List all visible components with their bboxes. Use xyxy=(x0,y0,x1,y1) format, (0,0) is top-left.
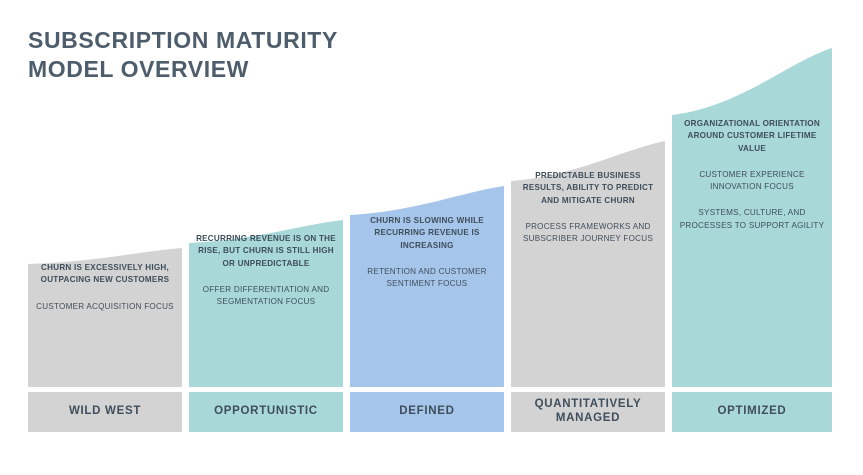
stage-column-wild-west[interactable]: CHURN IS EXCESSIVELY HIGH, OUTPACING NEW… xyxy=(28,0,182,387)
stage-optimized-paragraph-2: CUSTOMER EXPERIENCE INNOVATION FOCUS xyxy=(699,169,805,192)
stage-shape-wild-west xyxy=(28,0,182,387)
stage-label-opportunistic[interactable]: OPPORTUNISTIC xyxy=(189,392,343,432)
title-line-2: MODEL OVERVIEW xyxy=(28,56,249,83)
stage-shape-optimized xyxy=(672,0,832,387)
stage-column-quantitatively-managed[interactable]: PREDICTABLE BUSINESS RESULTS, ABILITY TO… xyxy=(511,0,665,387)
stage-defined-paragraph-2: RETENTION AND CUSTOMER SENTIMENT FOCUS xyxy=(367,266,487,289)
stage-label-text-optimized: OPTIMIZED xyxy=(717,405,787,418)
stage-label-wild-west[interactable]: WILD WEST xyxy=(28,392,182,432)
stage-defined-paragraph-1: CHURN IS SLOWING WHILE RECURRING REVENUE… xyxy=(370,216,484,250)
stage-text-quantitatively-managed: PREDICTABLE BUSINESS RESULTS, ABILITY TO… xyxy=(511,170,665,245)
title-line-1: SUBSCRIPTION MATURITY xyxy=(28,27,338,53)
stage-wild-west-paragraph-2: CUSTOMER ACQUISITION FOCUS xyxy=(36,301,174,311)
stage-shape-defined xyxy=(350,0,504,387)
stage-optimized-paragraph-1: ORGANIZATIONAL ORIENTATION AROUND CUSTOM… xyxy=(684,119,820,153)
stage-text-optimized: ORGANIZATIONAL ORIENTATION AROUND CUSTOM… xyxy=(672,118,832,232)
stage-label-text-wild-west: WILD WEST xyxy=(68,405,142,418)
stage-quantitatively-managed-paragraph-1: PREDICTABLE BUSINESS RESULTS, ABILITY TO… xyxy=(522,171,654,205)
stage-shape-opportunistic xyxy=(189,0,343,387)
stage-opportunistic-paragraph-2: OFFER DIFFERENTIATION AND SEGMENTATION F… xyxy=(202,284,330,307)
stage-label-quantitatively-managed[interactable]: QUANTITATIVELY MANAGED xyxy=(511,392,665,432)
stage-shape-quantitatively-managed xyxy=(511,0,665,387)
stage-quantitatively-managed-paragraph-2: PROCESS FRAMEWORKS AND SUBSCRIBER JOURNE… xyxy=(523,221,653,244)
stage-wild-west-paragraph-1: CHURN IS EXCESSIVELY HIGH, OUTPACING NEW… xyxy=(40,263,170,285)
stage-optimized-paragraph-3: SYSTEMS, CULTURE, AND PROCESSES TO SUPPO… xyxy=(679,208,825,230)
stage-label-optimized[interactable]: OPTIMIZED xyxy=(672,392,832,432)
stage-text-wild-west: CHURN IS EXCESSIVELY HIGH, OUTPACING NEW… xyxy=(28,262,182,313)
stage-column-optimized[interactable]: ORGANIZATIONAL ORIENTATION AROUND CUSTOM… xyxy=(672,0,832,387)
stage-column-opportunistic[interactable]: RECURRING REVENUE IS ON THE RISE, BUT CH… xyxy=(189,0,343,387)
stage-opportunistic-paragraph-1: RECURRING REVENUE IS ON THE RISE, BUT CH… xyxy=(196,234,336,268)
stage-label-text-defined: DEFINED xyxy=(399,405,455,418)
stage-label-defined[interactable]: DEFINED xyxy=(350,392,504,432)
stage-column-defined[interactable]: CHURN IS SLOWING WHILE RECURRING REVENUE… xyxy=(350,0,504,387)
stage-label-text-quantitatively-managed: QUANTITATIVELY MANAGED xyxy=(534,398,642,424)
page-title: SUBSCRIPTION MATURITY MODEL OVERVIEW xyxy=(28,26,548,85)
stage-text-opportunistic: RECURRING REVENUE IS ON THE RISE, BUT CH… xyxy=(189,233,343,308)
stage-text-defined: CHURN IS SLOWING WHILE RECURRING REVENUE… xyxy=(350,215,504,290)
stage-label-text-opportunistic: OPPORTUNISTIC xyxy=(214,405,318,418)
